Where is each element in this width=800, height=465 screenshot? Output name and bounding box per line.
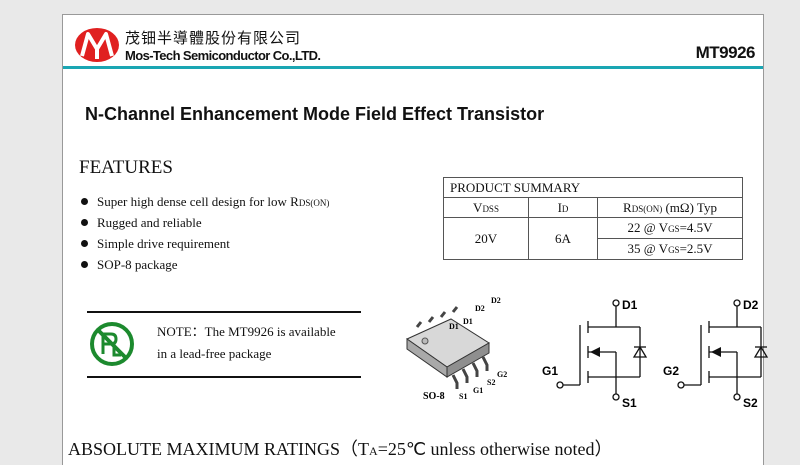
col-id: ID [528,197,598,218]
lead-free-icon [90,322,134,366]
col-rds: RDS(ON) (mΩ) Typ [597,197,743,218]
feature-item: Rugged and reliable [81,212,329,233]
so8-pin-label: D2 [491,297,501,305]
note-line-1: NOTE：The MT9926 is available [157,324,336,339]
so8-package-name: SO-8 [423,391,445,402]
features-heading: FEATURES [79,157,173,178]
so8-pin-label: S2 [487,378,495,387]
so8-package-diagram: D2 D2 D1 D1 S1 G1 S2 G2 SO-8 [405,297,507,402]
company-name-en: Mos-Tech Semiconductor Co.,LTD. [125,48,321,63]
bullet-icon [81,261,88,268]
id-value: 6A [528,217,598,260]
product-summary-title: PRODUCT SUMMARY [443,177,743,198]
so8-body [405,318,490,378]
note-text: NOTE：The MT9926 is available in a lead-f… [157,321,367,365]
company-logo-icon [75,28,119,62]
so8-pin-label: D1 [449,322,459,331]
note-bottom-rule [87,376,361,378]
rds-row-1: 22 @ VGS=4.5V [597,217,743,239]
bullet-icon [81,198,88,205]
so8-pin-label: G1 [473,386,483,395]
note-top-rule [87,311,361,313]
drain-label: D2 [743,298,759,312]
so8-pin-label: S1 [459,392,467,401]
header-divider [63,66,763,69]
feature-item: SOP-8 package [81,254,329,275]
bullet-icon [81,219,88,226]
absolute-max-ratings-heading: ABSOLUTE MAXIMUM RATINGS（TA=25℃ unless o… [68,439,613,459]
product-summary-table: PRODUCT SUMMARY VDSS ID RDS(ON) (mΩ) Typ… [443,177,743,260]
datasheet-page: 茂钿半導體股份有限公司 Mos-Tech Semiconductor Co.,L… [62,14,769,465]
document-title: N-Channel Enhancement Mode Field Effect … [85,104,545,124]
source-label: S2 [743,396,758,409]
note-line-2: in a lead-free package [157,346,272,361]
feature-item: Simple drive requirement [81,233,329,254]
vdss-value: 20V [443,217,529,260]
gate-label: G2 [663,364,679,378]
so8-pin-label: D2 [475,304,485,313]
bullet-icon [81,240,88,247]
feature-item: Super high dense cell design for low RDS… [81,191,329,212]
so8-pin-label: D1 [463,317,473,326]
part-number: MT9926 [695,43,756,62]
so8-pin-label: G2 [497,370,507,379]
drain-label: D1 [622,298,638,312]
mosfet-symbol-1: D1 G1 S1 [542,298,648,409]
gate-label: G1 [542,364,558,378]
col-vdss: VDSS [443,197,529,218]
company-name-cn: 茂钿半導體股份有限公司 [125,29,302,47]
mosfet-symbol-2: D2 G2 S2 [663,298,769,409]
rds-row-2: 35 @ VGS=2.5V [597,238,743,260]
source-label: S1 [622,396,637,409]
features-list: Super high dense cell design for low RDS… [81,191,329,275]
